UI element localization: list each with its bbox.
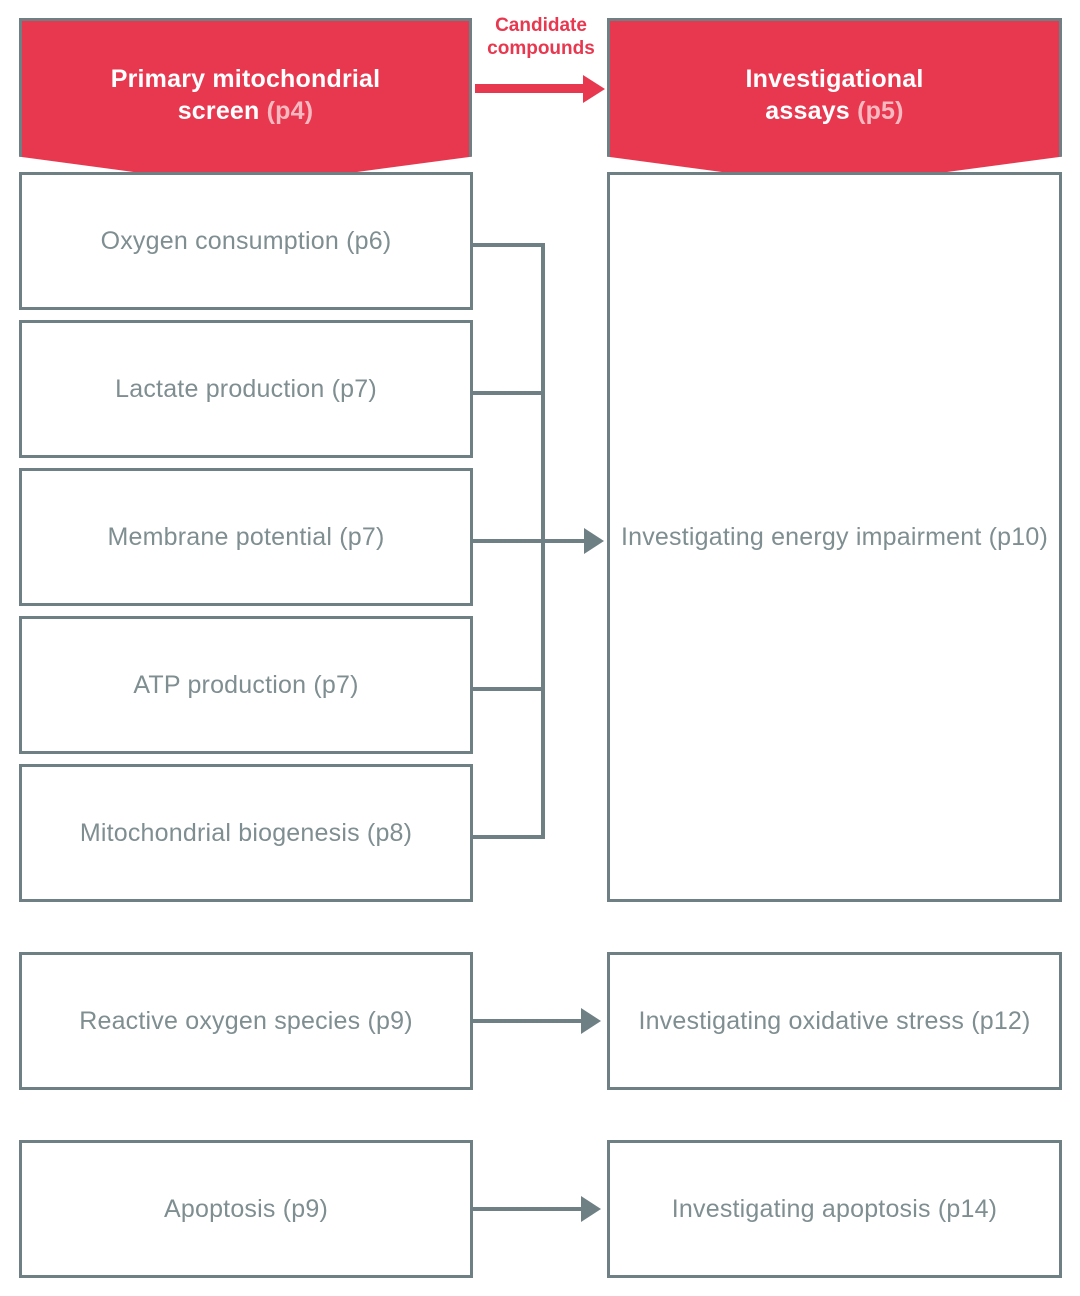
bracket-stub-mitochondrial-biogenesis xyxy=(471,835,545,839)
primary-screen-line1: Primary mitochondrial xyxy=(110,65,381,93)
primary-screen-page-ref: (p4) xyxy=(266,97,314,125)
oxidative-stress-arrow-line xyxy=(473,1019,583,1023)
result-box-oxidative-stress[interactable]: Investigating oxidative stress (p12) xyxy=(607,952,1062,1090)
investigational-assays-line1: Investigational xyxy=(745,65,924,93)
candidate-compounds-arrowhead-icon xyxy=(583,75,605,103)
investigational-assays-line2: assays xyxy=(765,97,858,125)
header-banner-primary-screen-text: Primary mitochondrial screen (p4) xyxy=(111,21,381,127)
assay-box-oxygen-consumption[interactable]: Oxygen consumption (p6) xyxy=(19,172,473,310)
assay-box-apoptosis-label: Apoptosis (p9) xyxy=(164,1194,328,1223)
candidate-compounds-line1: Candidate xyxy=(495,15,587,36)
energy-impairment-arrow-line xyxy=(541,539,591,543)
investigating-apoptosis-arrowhead-icon xyxy=(581,1196,601,1222)
oxidative-stress-arrowhead-icon xyxy=(581,1008,601,1034)
investigational-assays-page-ref: (p5) xyxy=(857,97,904,125)
bracket-stub-membrane-potential xyxy=(471,539,545,543)
energy-impairment-arrowhead-icon xyxy=(584,528,604,554)
bracket-stub-oxygen-consumption xyxy=(471,243,545,247)
assay-box-oxygen-consumption-label: Oxygen consumption (p6) xyxy=(100,226,392,255)
bracket-stub-atp-production xyxy=(471,687,545,691)
assay-box-reactive-oxygen-species-label: Reactive oxygen species (p9) xyxy=(79,1006,413,1035)
assay-box-lactate-production-label: Lactate production (p7) xyxy=(115,374,377,403)
result-box-oxidative-stress-label: Investigating oxidative stress (p12) xyxy=(638,1006,1031,1035)
assay-box-mitochondrial-biogenesis-label: Mitochondrial biogenesis (p8) xyxy=(79,818,413,847)
assay-box-membrane-potential-label: Membrane potential (p7) xyxy=(107,522,385,551)
investigating-apoptosis-arrow-line xyxy=(473,1207,583,1211)
assay-box-atp-production-label: ATP production (p7) xyxy=(133,670,359,699)
header-banner-primary-screen: Primary mitochondrial screen (p4) xyxy=(19,18,472,187)
assay-box-mitochondrial-biogenesis[interactable]: Mitochondrial biogenesis (p8) xyxy=(19,764,473,902)
candidate-compounds-line2: compounds xyxy=(487,38,595,59)
header-banner-investigational-assays-text: Investigational assays (p5) xyxy=(745,21,923,127)
result-box-energy-impairment[interactable]: Investigating energy impairment (p10) xyxy=(607,172,1062,902)
result-box-investigating-apoptosis[interactable]: Investigating apoptosis (p14) xyxy=(607,1140,1062,1278)
assay-box-reactive-oxygen-species[interactable]: Reactive oxygen species (p9) xyxy=(19,952,473,1090)
assay-box-membrane-potential[interactable]: Membrane potential (p7) xyxy=(19,468,473,606)
primary-screen-line2: screen xyxy=(177,97,267,125)
candidate-compounds-label: Candidate compounds xyxy=(466,14,616,60)
bracket-stub-lactate-production xyxy=(471,391,545,395)
result-box-investigating-apoptosis-label: Investigating apoptosis (p14) xyxy=(671,1194,998,1223)
assay-box-apoptosis[interactable]: Apoptosis (p9) xyxy=(19,1140,473,1278)
assay-box-atp-production[interactable]: ATP production (p7) xyxy=(19,616,473,754)
result-box-energy-impairment-label: Investigating energy impairment (p10) xyxy=(620,522,1049,551)
header-banner-investigational-assays: Investigational assays (p5) xyxy=(607,18,1062,187)
assay-box-lactate-production[interactable]: Lactate production (p7) xyxy=(19,320,473,458)
candidate-compounds-arrow-line xyxy=(475,84,585,93)
